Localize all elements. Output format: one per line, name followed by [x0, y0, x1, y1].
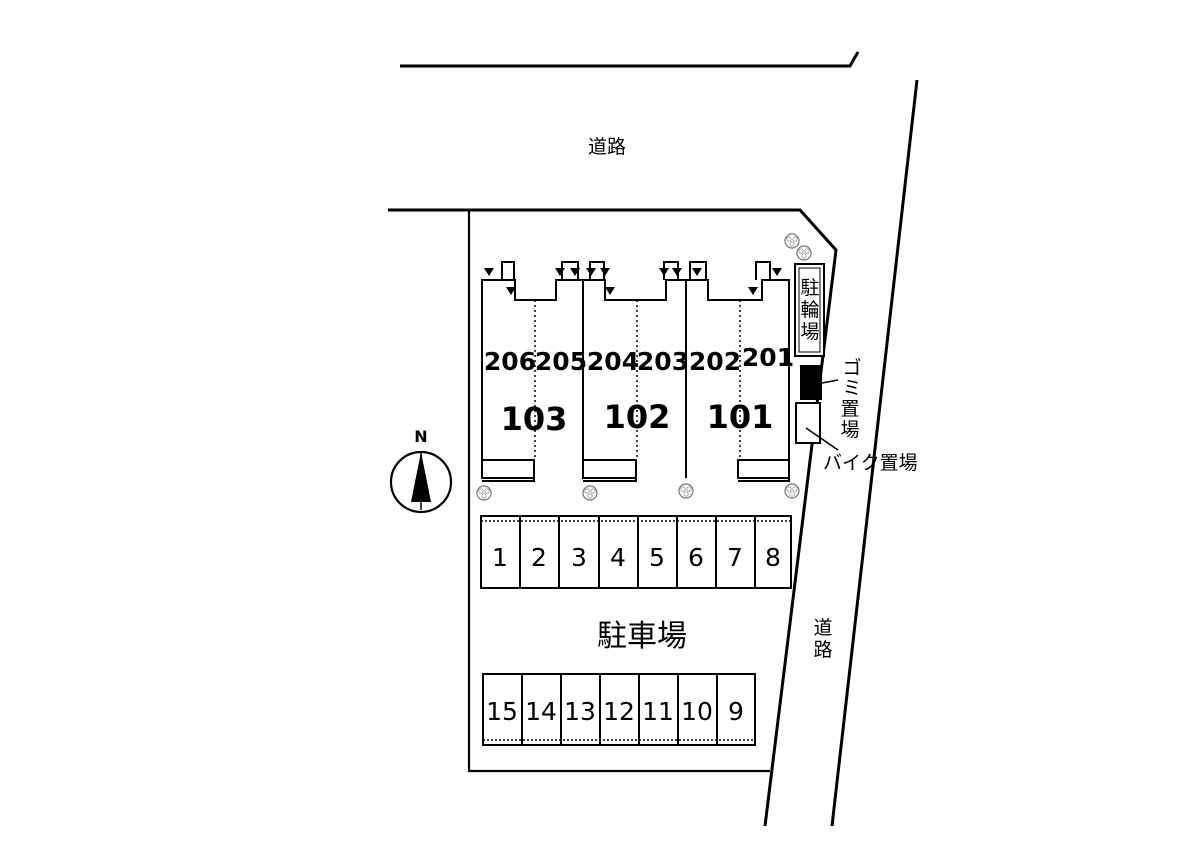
right-road-edge [830, 79, 919, 827]
entrance-markers [484, 268, 782, 295]
parking-space-3: 3 [571, 543, 587, 572]
unit-103: 103 [501, 400, 568, 438]
right-road-label-1: 道 [813, 617, 832, 639]
parking-space-8: 8 [765, 543, 781, 572]
unit-101: 101 [707, 398, 774, 436]
parking-space-4: 4 [610, 543, 626, 572]
parking-lot-label: 駐車場 [597, 619, 687, 654]
site-boundary-inner [467, 210, 770, 773]
parking-space-5: 5 [649, 543, 665, 572]
north-compass [389, 450, 453, 514]
bicycle-parking-char-1: 駐 [800, 277, 819, 299]
unit-205: 205 [535, 347, 587, 376]
bike-parking-area [795, 402, 821, 444]
garbage-char-2: ミ [842, 377, 861, 399]
unit-201: 201 [742, 343, 794, 372]
right-road-label-2: 路 [813, 639, 832, 661]
parking-space-14: 14 [525, 697, 557, 726]
parking-space-13: 13 [564, 697, 596, 726]
unit-204: 204 [587, 347, 639, 376]
garbage-area [800, 365, 822, 400]
unit-203: 203 [637, 347, 689, 376]
bike-parking-label: バイク置場 [823, 452, 918, 474]
parking-row-bottom [482, 673, 756, 746]
site-boundary [388, 208, 838, 827]
unit-102: 102 [604, 398, 671, 436]
parking-space-6: 6 [688, 543, 704, 572]
parking-space-2: 2 [531, 543, 547, 572]
parking-space-15: 15 [486, 697, 518, 726]
unit-206: 206 [484, 347, 536, 376]
unit-partitions [534, 300, 741, 460]
top-road-label: 道路 [588, 136, 626, 158]
parking-space-7: 7 [727, 543, 743, 572]
bicycle-parking-area [794, 263, 825, 357]
parking-space-9: 9 [728, 697, 744, 726]
garbage-char-3: 置 [840, 398, 859, 420]
parking-space-1: 1 [492, 543, 508, 572]
garbage-char-4: 場 [840, 419, 859, 441]
bicycle-parking-char-2: 輪 [800, 299, 819, 321]
unit-202: 202 [689, 347, 741, 376]
top-road-edge [400, 51, 860, 68]
garbage-char-1: ゴ [842, 357, 861, 379]
parking-row-top [480, 515, 792, 589]
bicycle-parking-char-3: 場 [800, 321, 819, 343]
parking-space-11: 11 [642, 697, 674, 726]
parking-space-12: 12 [603, 697, 635, 726]
north-label: N [414, 427, 427, 446]
parking-space-10: 10 [681, 697, 713, 726]
